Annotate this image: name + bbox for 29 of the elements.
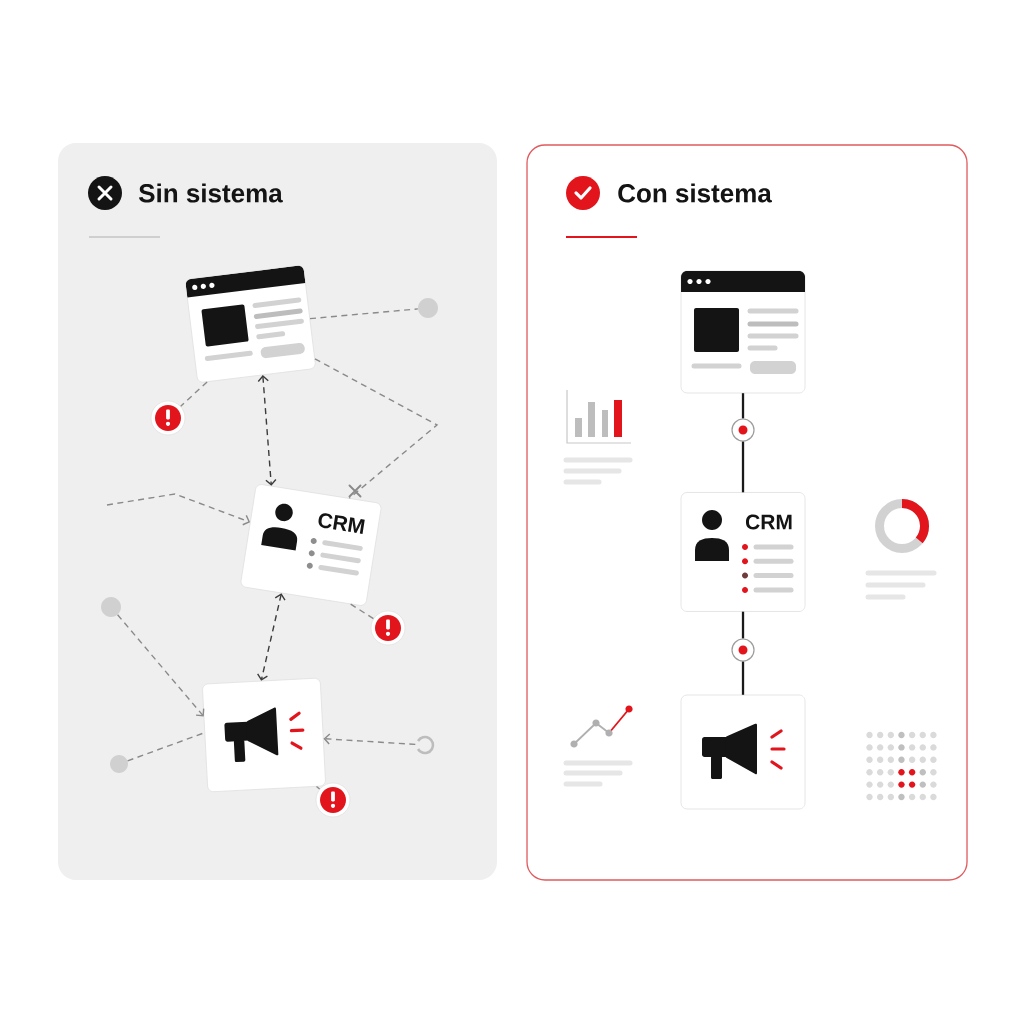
connector-line (741, 661, 745, 695)
dashed-line (180, 381, 208, 407)
dashed-arrow (116, 614, 205, 717)
dashed-line (349, 603, 375, 620)
dashed-arrow (106, 493, 251, 526)
alert-icon (315, 782, 351, 818)
dashed-line (315, 785, 321, 790)
connector-dot (731, 638, 755, 662)
dashed-line (309, 308, 419, 320)
card-title: CRM (318, 513, 365, 534)
megaphone-card (680, 694, 806, 810)
open-ring (417, 735, 435, 755)
dot (110, 755, 128, 773)
dashed-line (314, 358, 439, 499)
connector-dot (731, 418, 755, 442)
connector-line (741, 611, 745, 639)
connector-line (741, 393, 745, 419)
dot (418, 298, 438, 318)
dot (101, 597, 121, 617)
browser-window-card (185, 265, 316, 383)
alert-icon (370, 610, 406, 646)
connector-line (741, 441, 745, 493)
megaphone-card (202, 677, 326, 793)
alert-icon (150, 400, 186, 436)
dashed-double-arrow (256, 593, 286, 681)
dashed-arrow (323, 733, 417, 746)
dashed-double-arrow (257, 375, 277, 486)
browser-window-card (680, 270, 806, 394)
card-title: CRM (745, 514, 792, 530)
